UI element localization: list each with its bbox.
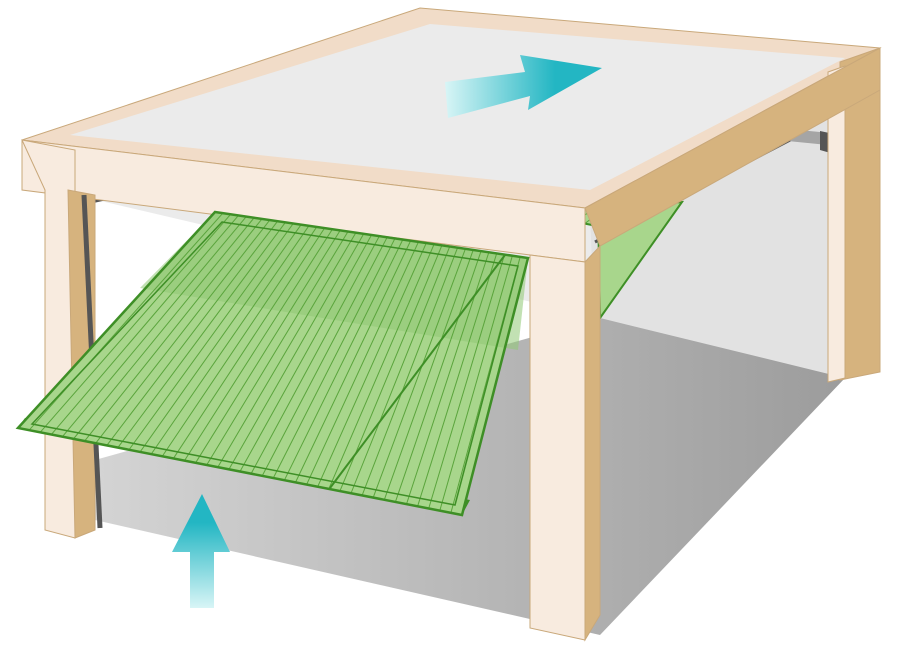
door-plank-line — [117, 222, 286, 448]
door-plank-line — [428, 254, 506, 509]
door-plank-line — [228, 233, 365, 470]
frame-middle-post — [529, 254, 586, 641]
door-plank-line — [394, 250, 482, 503]
door-split-line — [329, 254, 506, 489]
back-arrow-icon — [445, 55, 602, 118]
door-plank-line — [184, 228, 333, 461]
door-plank-line — [439, 255, 513, 511]
door-plank-line — [195, 230, 341, 464]
door-plank-line — [150, 225, 310, 455]
door-plank-line — [139, 224, 302, 453]
door-plank-line — [239, 234, 372, 472]
door-plank-line — [272, 238, 396, 479]
door-plank-line — [95, 219, 271, 444]
door-plank-line — [206, 231, 349, 466]
door-plank-line — [62, 216, 247, 438]
door-plank-line — [417, 253, 498, 507]
door-plank-line — [73, 217, 255, 440]
door-plank-line — [295, 240, 412, 483]
door-plank-line — [306, 241, 419, 485]
door-plank-line — [28, 212, 224, 431]
door-plank-line — [161, 226, 318, 457]
door-plank-line — [372, 248, 466, 498]
door-outline — [15, 210, 530, 517]
door-plank-line — [50, 215, 239, 435]
frame-right-post-front — [827, 65, 846, 383]
door-inner-border — [30, 221, 519, 506]
door-plank-line — [172, 227, 325, 459]
garage-door-panel — [15, 210, 530, 517]
door-plank-line — [283, 239, 404, 481]
door-plank-line — [328, 244, 435, 490]
door-plank-line — [350, 246, 451, 494]
frame-left-post — [21, 139, 76, 539]
door-plank-line — [261, 237, 388, 477]
frame-side-header — [584, 47, 881, 247]
door-plank-line — [361, 247, 459, 496]
door-plank-line — [383, 249, 474, 500]
door-plank-line — [339, 245, 443, 492]
up-arrow-icon — [172, 494, 230, 608]
door-plank-line — [39, 213, 232, 433]
door-plank-line — [250, 235, 380, 474]
frame-middle-post-side — [584, 244, 601, 642]
door-plank-line — [217, 232, 357, 468]
door-plank-line — [317, 242, 427, 487]
door-plank-line — [106, 220, 278, 446]
door-plank-line — [84, 218, 263, 442]
door-plank-line — [128, 223, 294, 451]
